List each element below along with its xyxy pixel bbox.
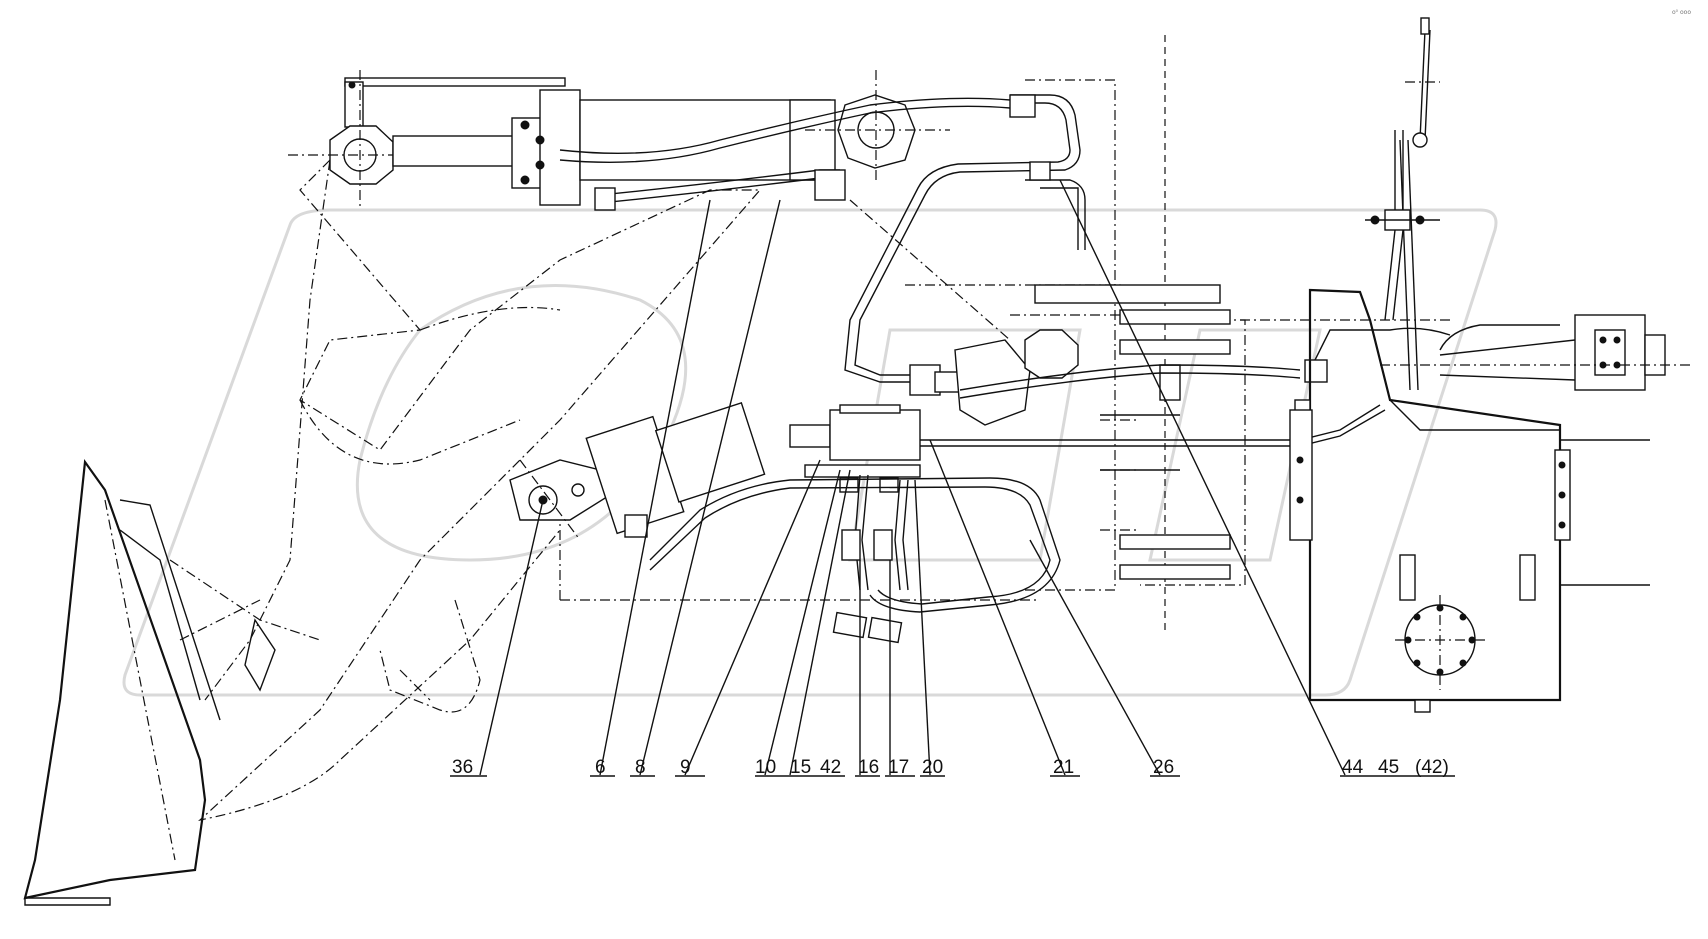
- callout-10: 10: [755, 757, 776, 778]
- callout-42-paren: (42): [1415, 757, 1449, 778]
- callout-20: 20: [922, 757, 943, 778]
- tilt-cylinder: [288, 70, 1011, 341]
- callout-21: 21: [1053, 757, 1074, 778]
- callout-26: 26: [1153, 757, 1174, 778]
- callout-8: 8: [635, 757, 646, 778]
- callout-42: 42: [820, 757, 841, 778]
- boom-arm: [169, 159, 762, 822]
- callout-9: 9: [680, 757, 691, 778]
- bucket: [23, 459, 276, 906]
- callout-36: 36: [452, 757, 473, 778]
- lower-hoses: [649, 474, 1061, 644]
- transmission-housing: [1289, 288, 1650, 713]
- callout-45: 45: [1378, 757, 1399, 778]
- callout-15: 15: [790, 757, 811, 778]
- leader-lines: [450, 179, 1455, 777]
- upper-hoses: [559, 94, 1086, 383]
- control-valve: [789, 329, 1079, 493]
- boom-cylinder: [509, 402, 766, 541]
- corner-mark: o⁰ ooo: [1672, 9, 1691, 16]
- axle-stack: [1034, 284, 1231, 580]
- callout-44: 44: [1342, 757, 1364, 778]
- callout-16: 16: [858, 757, 879, 778]
- callout-17: 17: [888, 757, 909, 778]
- control-lever: [1365, 17, 1690, 391]
- callout-labels: 36 6 8 9 10 15 42 16 17 20 21 26 44 45 (…: [452, 757, 1449, 778]
- callout-6: 6: [595, 757, 606, 778]
